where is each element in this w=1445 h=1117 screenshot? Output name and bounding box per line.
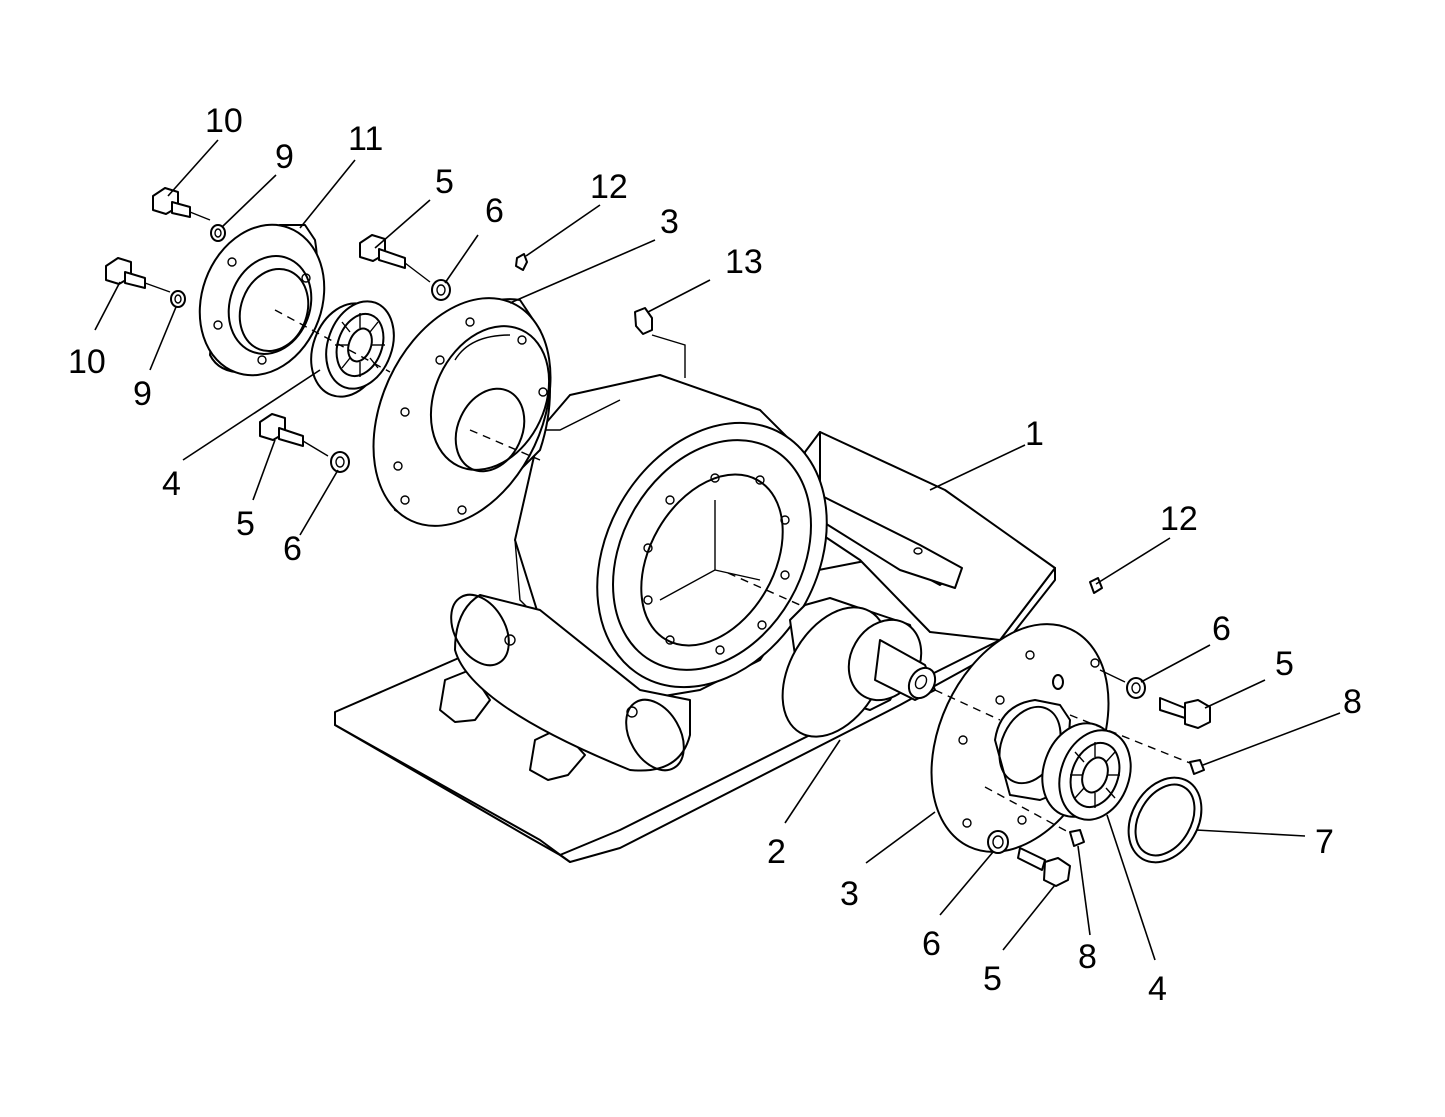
housing-bolt-holes [643,473,790,655]
left-bearing-rollers [335,313,385,377]
callout-8-right: 8 [1343,683,1362,721]
bolt-5-lower [259,413,350,473]
retaining-ring [1127,776,1203,864]
callout-2: 2 [767,833,786,871]
right-bearing-rollers [1070,742,1120,808]
callout-5-right-bottom: 5 [983,960,1002,998]
left-bearing-cover [198,223,326,377]
callout-10-left: 10 [68,343,106,381]
callout-13: 13 [725,243,763,281]
callout-9-left: 9 [133,375,152,413]
callout-6-top: 6 [485,192,504,230]
callout-12-top: 12 [590,168,628,206]
eccentric-shaft [781,597,937,738]
callout-9-top: 9 [275,138,294,176]
callout-7: 7 [1315,823,1334,861]
callout-3-right: 3 [840,875,859,913]
leader-lines [94,139,1341,961]
callout-5-right-top: 5 [1275,645,1294,683]
bolt-5-top [359,234,451,301]
right-roller-bearing [1041,722,1132,821]
callout-6-right-top: 6 [1212,610,1231,648]
set-screw-8-lower [1069,829,1085,847]
callout-6-left: 6 [283,530,302,568]
left-fasteners [105,187,653,473]
bolt-5-lower-right [1017,847,1071,887]
left-axis-line [274,309,801,606]
set-screw-8-right [1189,759,1205,775]
callout-8-bottom: 8 [1078,938,1097,976]
callout-3-left: 3 [660,203,679,241]
washer-6-upper-right [1099,669,1146,699]
left-bearing-flange [372,297,552,527]
bolt-5-upper-right [1159,697,1211,729]
right-axis-line [934,689,1196,834]
callout-5-top: 5 [435,163,454,201]
washer-6-lower-right [987,830,1009,854]
callout-6-right-bottom: 6 [922,925,941,963]
callout-4-left: 4 [162,465,181,503]
exciter-housing [450,334,828,772]
grease-nipple-top [515,253,528,271]
callout-5-left: 5 [236,505,255,543]
callout-10-top: 10 [205,102,243,140]
callout-1: 1 [1025,415,1044,453]
callout-labels: 10 9 11 10 9 5 6 12 3 13 4 5 6 1 12 6 5 … [68,102,1362,1008]
left-roller-bearing [310,300,395,398]
breather-plug [634,307,653,335]
bolt-10-top [152,187,226,242]
bolt-10-left [105,257,186,308]
right-flange-bolt-holes [958,650,1100,828]
left-flange-bolt-holes [393,317,548,515]
callout-4-right: 4 [1148,970,1167,1008]
callout-11: 11 [348,120,383,158]
callout-12-right: 12 [1160,500,1198,538]
grease-nipple-right [1089,577,1103,594]
right-fasteners [987,577,1211,887]
